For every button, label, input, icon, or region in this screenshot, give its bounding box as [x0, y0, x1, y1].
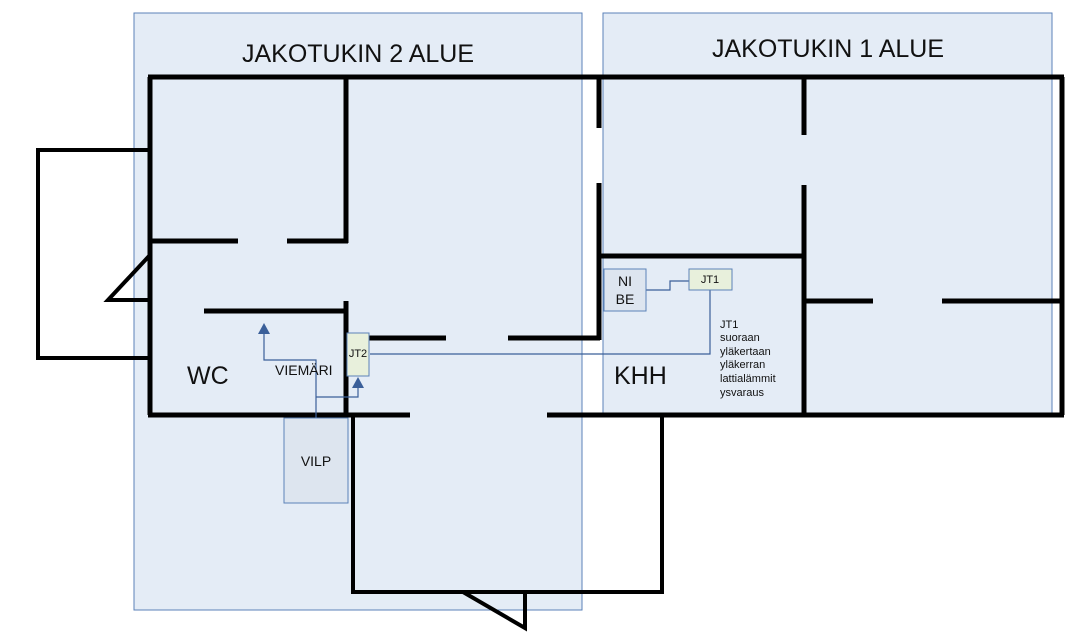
- note-line: yläkerran: [720, 359, 765, 371]
- walls: [36, 74, 1065, 632]
- note-line: ysvaraus: [720, 387, 765, 399]
- note-line: lattialämmit: [720, 373, 776, 385]
- note-line: JT1: [720, 319, 738, 331]
- left-door-swing: [103, 253, 152, 302]
- jt1-box: [688, 268, 733, 291]
- nibe-label-line2: BE: [616, 291, 635, 307]
- jt2-box: [346, 332, 370, 377]
- pipe-jt2-jt1: [370, 290, 711, 355]
- nibe-unit: [603, 268, 647, 312]
- entry-extension: [351, 415, 664, 594]
- pipe-nibe-jt1: [646, 280, 690, 291]
- pipe-vilp-jt2: [316, 385, 359, 398]
- vilp-label: VILP: [301, 453, 331, 469]
- room-wc-label: WC: [187, 362, 229, 390]
- viemari-label: VIEMÄRI: [275, 362, 333, 378]
- zone-1-title: JAKOTUKIN 1 ALUE: [712, 35, 944, 63]
- room-khh-label: KHH: [614, 362, 667, 390]
- jt2-arrow-icon: [352, 377, 364, 388]
- vilp-unit: [283, 417, 349, 504]
- pipe-viemari: [263, 332, 317, 418]
- viemari-arrow-icon: [258, 323, 270, 334]
- nibe-label-line1: NI: [618, 273, 632, 289]
- jt2-label: JT2: [349, 348, 367, 360]
- left-extension: [36, 148, 150, 360]
- jt1-label: JT1: [701, 274, 719, 286]
- jt1-note: JT1 suoraan yläkertaan yläkerran lattial…: [720, 319, 776, 399]
- note-line: suoraan: [720, 332, 760, 344]
- entry-door-swing: [461, 590, 527, 632]
- note-line: yläkertaan: [720, 346, 771, 358]
- zone-2-title: JAKOTUKIN 2 ALUE: [242, 40, 474, 68]
- zone-1-area: [602, 12, 1053, 414]
- zone-2-area: [133, 12, 583, 611]
- pipes: [258, 280, 711, 418]
